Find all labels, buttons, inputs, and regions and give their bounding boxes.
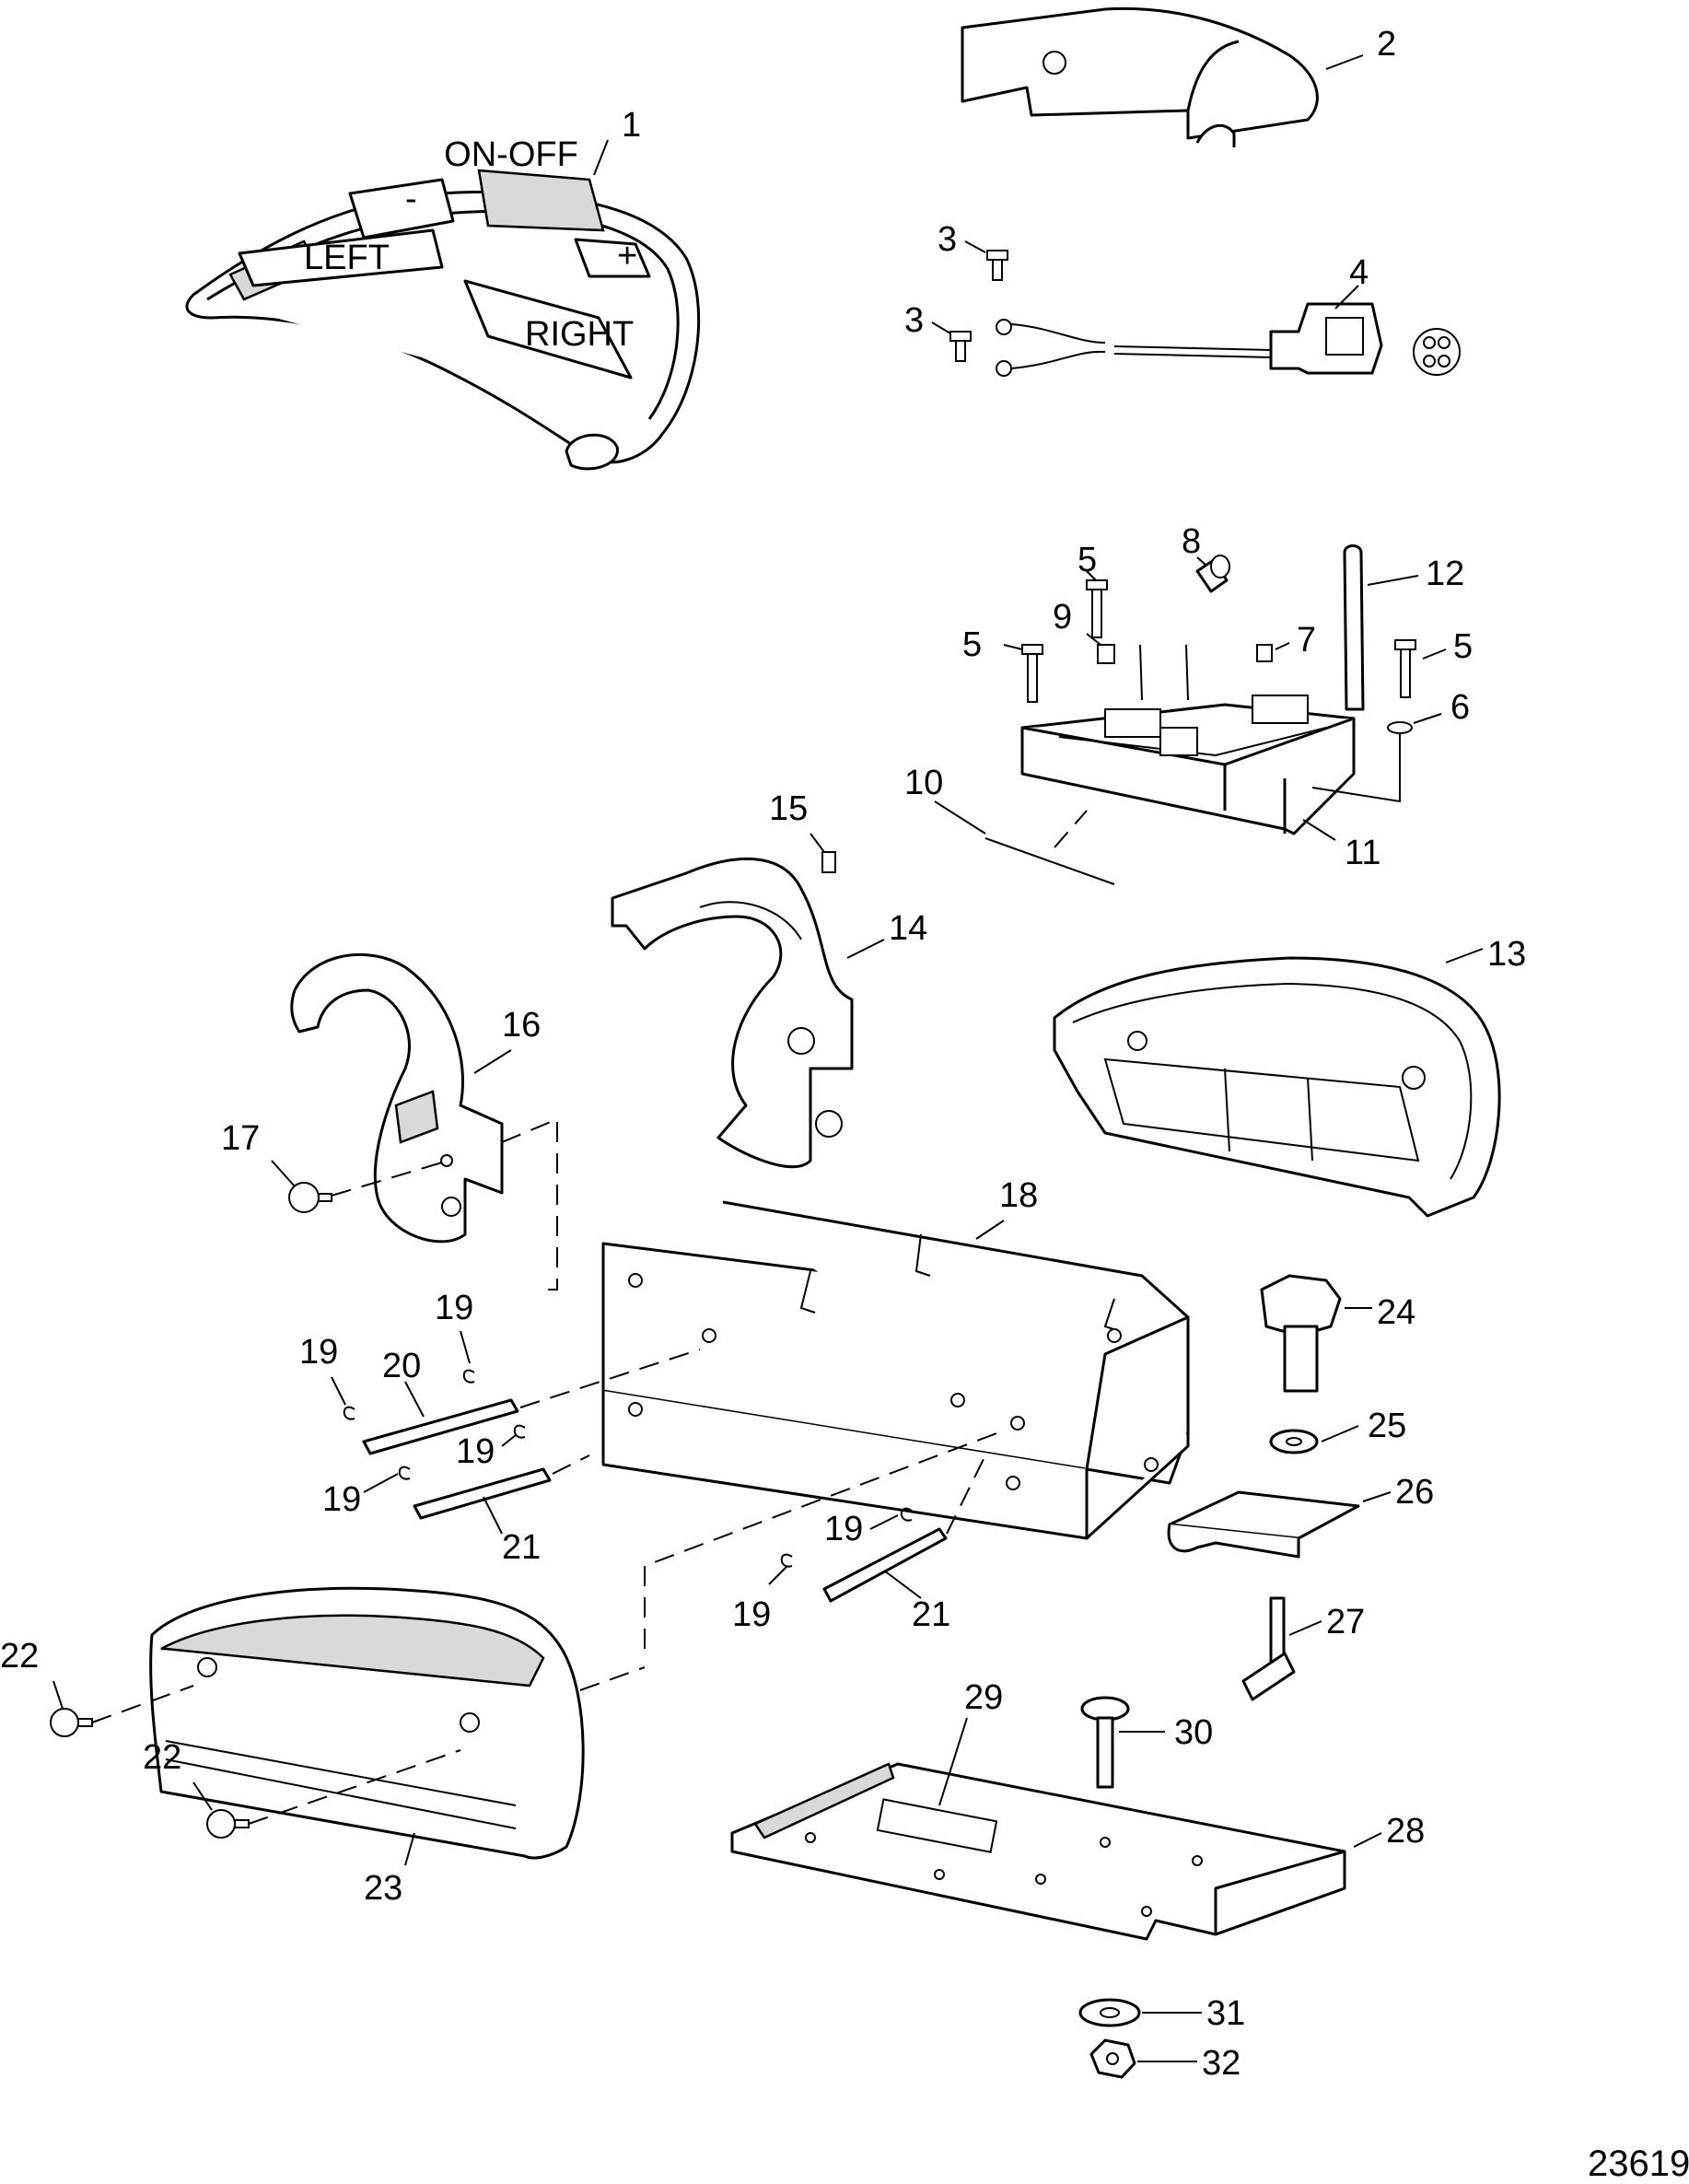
callout-24: 24: [1377, 1293, 1415, 1332]
part-12-antenna: [1343, 544, 1419, 711]
part-27-bolt: [1241, 1596, 1322, 1701]
figure-id: 23619: [1588, 2143, 1689, 2184]
callout-3b: 3: [904, 301, 924, 340]
minus-button-label: -: [405, 180, 417, 218]
callout-7: 7: [1297, 621, 1316, 660]
part-22-screws: [50, 1680, 461, 1839]
callout-13: 13: [1487, 935, 1526, 974]
left-button-label: LEFT: [304, 239, 390, 277]
callout-23: 23: [364, 1869, 402, 1908]
part-31-washer: [1078, 1998, 1202, 2027]
part-30-bolt: [1080, 1696, 1165, 1789]
part-13-housing: [1053, 948, 1501, 1218]
callout-22a: 22: [0, 1637, 39, 1676]
plus-button-label: +: [617, 237, 637, 275]
callout-20: 20: [382, 1347, 421, 1385]
part-20-pin: [362, 1349, 701, 1455]
callout-28: 28: [1386, 1812, 1425, 1851]
part-16-bracket: [290, 952, 558, 1291]
callout-18: 18: [999, 1176, 1038, 1215]
part-25-washer: [1269, 1425, 1359, 1454]
callout-32: 32: [1202, 2044, 1241, 2083]
part-8-plug: [1195, 555, 1230, 593]
callout-12: 12: [1426, 555, 1464, 593]
callout-30: 30: [1174, 1713, 1213, 1752]
part-6-washer: [1311, 713, 1442, 803]
callout-11: 11: [1345, 834, 1380, 872]
callout-labels: 1 2 3 3 4 5 5 5 6 7 8 9 10 11 12 13 14 1…: [0, 25, 1689, 2184]
callout-19b: 19: [299, 1333, 338, 1372]
callout-5a: 5: [1077, 541, 1097, 579]
callout-8: 8: [1182, 522, 1201, 561]
part-18-frame: [601, 1200, 1190, 1540]
callout-9: 9: [1053, 598, 1072, 637]
callout-5c: 5: [1453, 627, 1473, 666]
callout-14: 14: [889, 909, 927, 948]
part-21-pins: [413, 1431, 1000, 1649]
callout-2: 2: [1377, 25, 1396, 64]
part-23-side-cover: [149, 1586, 646, 1866]
part-14-bracket: [611, 858, 885, 1169]
callout-19f: 19: [732, 1595, 771, 1634]
callout-19e: 19: [824, 1510, 863, 1548]
part-2-cover: [961, 6, 1364, 147]
part-29-label-plate: [938, 1717, 968, 1806]
callout-3a: 3: [938, 220, 957, 259]
callout-19c: 19: [456, 1432, 495, 1471]
callout-21b: 21: [912, 1595, 950, 1634]
callout-22b: 22: [143, 1738, 181, 1777]
part-17-screw: [271, 1160, 443, 1213]
part-11-control-board: [1020, 695, 1356, 841]
callout-5b: 5: [962, 625, 982, 664]
part-3-screws: [931, 240, 1008, 362]
callout-31: 31: [1206, 1994, 1245, 2033]
part-26-clamp: [1167, 1490, 1392, 1559]
callout-27: 27: [1326, 1603, 1365, 1641]
callout-17: 17: [221, 1119, 260, 1158]
part-15-screw: [810, 833, 836, 873]
callout-29: 29: [964, 1678, 1003, 1717]
callout-10: 10: [904, 764, 943, 802]
callout-4: 4: [1349, 253, 1369, 292]
part-19-clips: [331, 1330, 913, 1585]
part-32-nut: [1089, 2038, 1197, 2079]
part-28-base-plate: [730, 1762, 1382, 1941]
on-off-button-label: ON-OFF: [444, 135, 578, 174]
callout-26: 26: [1395, 1473, 1434, 1512]
callout-25: 25: [1368, 1407, 1406, 1445]
part-1-pedal-cover: ON-OFF LEFT RIGHT + -: [185, 135, 701, 471]
part-7-screw: [1256, 642, 1290, 662]
part-9-screw: [1086, 633, 1189, 701]
part-5-screws: [1003, 570, 1447, 703]
part-4-wire-harness: [996, 285, 1461, 377]
callout-1: 1: [622, 106, 641, 145]
part-10-rod: [934, 800, 1115, 885]
callout-21a: 21: [502, 1528, 541, 1567]
callout-6: 6: [1450, 688, 1470, 727]
right-button-label: RIGHT: [525, 315, 634, 354]
callout-19d: 19: [322, 1480, 361, 1519]
callout-16: 16: [502, 1006, 541, 1045]
callout-19a: 19: [435, 1289, 473, 1327]
callout-15: 15: [769, 789, 808, 828]
part-24-knob: [1260, 1274, 1372, 1393]
